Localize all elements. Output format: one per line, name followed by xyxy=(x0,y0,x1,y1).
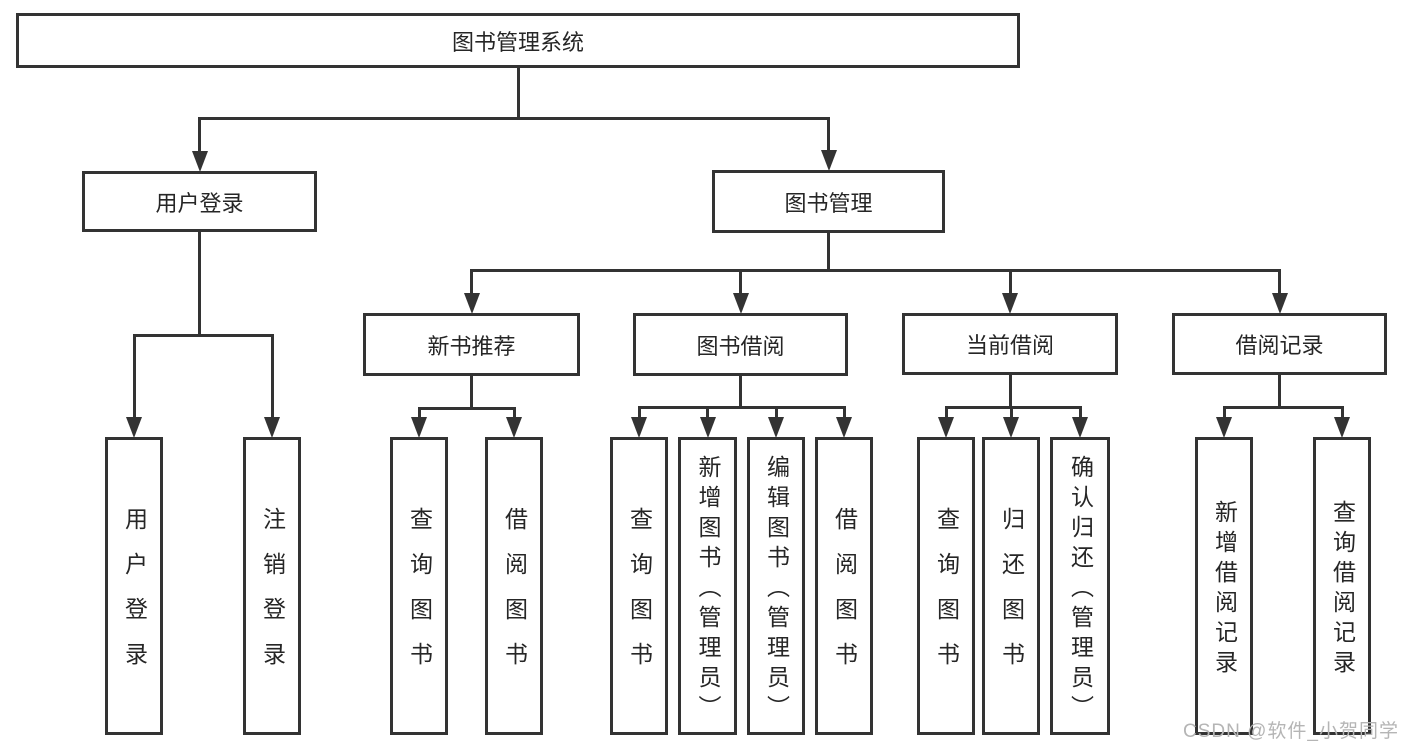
connector-stub-borrow-records xyxy=(1278,270,1281,296)
connector-stub-leaf-confirm-return xyxy=(1078,407,1082,420)
node-label: 归还图书 xyxy=(998,507,1025,687)
node-label: 用户登录 xyxy=(155,190,244,216)
node-label: 图书管理系统 xyxy=(451,29,584,55)
connector-stem-book-mgmt xyxy=(827,233,830,272)
node-leaf-borrow-books-1: 借阅图书 xyxy=(485,437,543,735)
node-leaf-confirm-return: 确认归还（管理员） xyxy=(1050,437,1110,735)
connector-rail-new-book-rec xyxy=(417,406,516,410)
arrowhead-down-icon-leaf-user-login xyxy=(126,417,142,438)
connector-rail-root xyxy=(198,116,830,120)
connector-rail-current-borrow xyxy=(944,405,1082,409)
node-current-borrow: 当前借阅 xyxy=(902,313,1118,375)
node-label: 当前借阅 xyxy=(965,333,1054,358)
arrowhead-down-icon-leaf-add-borrow-record xyxy=(1216,417,1232,438)
node-leaf-user-login: 用户登录 xyxy=(105,437,163,735)
node-leaf-query-books-1: 查询图书 xyxy=(390,437,448,735)
node-label: 查询图书 xyxy=(626,507,653,687)
csdn-watermark: CSDN @软件_小贺同学 xyxy=(1183,721,1399,742)
connector-stem-borrow-records xyxy=(1278,375,1281,409)
node-leaf-query-books-2: 查询图书 xyxy=(610,437,668,735)
connector-stub-user-login xyxy=(198,118,201,154)
node-book-mgmt: 图书管理 xyxy=(712,170,945,233)
node-label: 新增借阅记录 xyxy=(1211,499,1238,680)
node-label: 编辑图书（管理员） xyxy=(763,454,790,725)
arrowhead-down-icon-leaf-return-book xyxy=(1003,417,1019,438)
arrowhead-down-icon-book-mgmt xyxy=(820,150,837,171)
node-label: 借阅图书 xyxy=(831,507,858,687)
node-book-borrow: 图书借阅 xyxy=(633,313,848,376)
connector-stub-new-book-rec xyxy=(470,270,473,296)
connector-stem-current-borrow xyxy=(1008,375,1012,409)
node-label: 图书管理 xyxy=(784,190,873,216)
node-leaf-add-book: 新增图书（管理员） xyxy=(678,437,737,735)
node-label: 查询图书 xyxy=(933,507,960,687)
node-leaf-query-books-3: 查询图书 xyxy=(917,437,975,735)
connector-rail-book-mgmt xyxy=(470,268,1281,272)
node-leaf-return-book: 归还图书 xyxy=(982,437,1040,735)
node-label: 注销登录 xyxy=(259,507,286,687)
connector-rail-borrow-records xyxy=(1222,405,1344,409)
arrowhead-down-icon-leaf-borrow-books-2 xyxy=(836,417,852,438)
connector-stem-book-borrow xyxy=(739,376,742,409)
connector-stub-leaf-borrow-books-2 xyxy=(842,407,846,420)
node-user-login: 用户登录 xyxy=(82,171,317,232)
node-leaf-logout: 注销登录 xyxy=(243,437,301,735)
connector-stub-current-borrow xyxy=(1008,270,1012,296)
node-label: 图书借阅 xyxy=(696,333,785,359)
node-label: 借阅记录 xyxy=(1235,333,1324,358)
node-label: 新增图书（管理员） xyxy=(695,454,721,725)
node-label: 查询借阅记录 xyxy=(1329,499,1356,680)
connector-stub-book-borrow xyxy=(739,270,742,296)
connector-stub-leaf-add-book xyxy=(706,407,709,420)
arrowhead-down-icon-user-login xyxy=(191,151,208,172)
arrowhead-down-icon-leaf-query-books-1 xyxy=(411,417,427,438)
node-leaf-add-borrow-record: 新增借阅记录 xyxy=(1195,437,1253,735)
connector-stub-leaf-query-books-2 xyxy=(637,407,641,420)
arrowhead-down-icon-leaf-query-books-2 xyxy=(631,417,647,438)
node-label: 新书推荐 xyxy=(427,333,516,359)
arrowhead-down-icon-leaf-query-books-3 xyxy=(938,417,954,438)
arrowhead-down-icon-book-borrow xyxy=(732,293,749,314)
connector-rail-book-borrow xyxy=(637,405,846,409)
connector-rail-user-login xyxy=(132,333,274,337)
connector-stub-leaf-edit-book xyxy=(774,407,778,420)
arrowhead-down-icon-leaf-query-borrow-record xyxy=(1334,417,1350,438)
node-label: 确认归还（管理员） xyxy=(1067,454,1094,725)
arrowhead-down-icon-new-book-rec xyxy=(463,293,480,314)
node-leaf-borrow-books-2: 借阅图书 xyxy=(815,437,873,735)
connector-stub-leaf-query-borrow-record xyxy=(1340,407,1344,420)
connector-stub-leaf-logout xyxy=(270,335,274,420)
arrowhead-down-icon-leaf-edit-book xyxy=(768,417,784,438)
node-leaf-query-borrow-record: 查询借阅记录 xyxy=(1313,437,1371,735)
connector-stub-leaf-borrow-books-1 xyxy=(512,408,516,420)
arrowhead-down-icon-borrow-records xyxy=(1271,293,1288,314)
node-new-book-rec: 新书推荐 xyxy=(363,313,580,376)
arrowhead-down-icon-current-borrow xyxy=(1002,293,1018,314)
arrowhead-down-icon-leaf-borrow-books-1 xyxy=(506,417,522,438)
connector-stem-new-book-rec xyxy=(470,376,473,410)
connector-stub-leaf-add-borrow-record xyxy=(1222,407,1226,420)
connector-stub-leaf-query-books-3 xyxy=(944,407,948,420)
arrowhead-down-icon-leaf-confirm-return xyxy=(1072,417,1088,438)
connector-stub-leaf-query-books-1 xyxy=(417,408,421,420)
node-label: 查询图书 xyxy=(406,507,433,687)
connector-stub-leaf-return-book xyxy=(1009,407,1013,420)
node-label: 用户登录 xyxy=(121,507,148,687)
arrowhead-down-icon-leaf-logout xyxy=(264,417,280,438)
node-label: 借阅图书 xyxy=(501,507,528,687)
connector-stub-book-mgmt xyxy=(827,118,830,153)
connector-stub-leaf-user-login xyxy=(132,335,136,420)
connector-stem-user-login xyxy=(198,232,201,337)
node-leaf-edit-book: 编辑图书（管理员） xyxy=(747,437,805,735)
connector-stem-root xyxy=(516,68,520,120)
node-root: 图书管理系统 xyxy=(16,13,1020,68)
arrowhead-down-icon-leaf-add-book xyxy=(699,417,716,438)
node-borrow-records: 借阅记录 xyxy=(1172,313,1387,375)
